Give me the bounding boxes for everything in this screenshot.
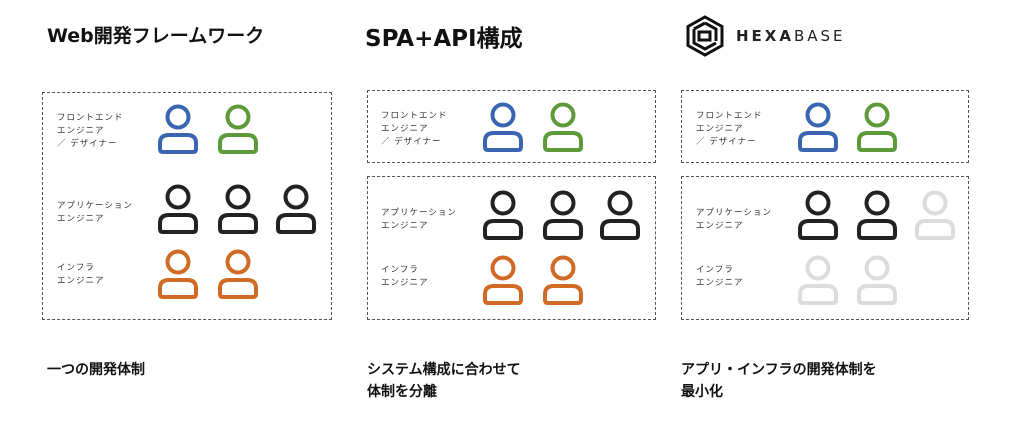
role-label: フロントエンドエンジニア ／ デザイナー <box>696 110 763 149</box>
role-label: アプリケーションエンジニア <box>381 207 457 233</box>
role-label-line: ／ デザイナー <box>696 137 757 147</box>
role-label-line: フロントエンド <box>57 113 124 123</box>
person-icon <box>913 189 957 241</box>
column-title-web-framework: Web開発フレームワーク <box>47 25 265 47</box>
caption-line: 一つの開発体制 <box>47 362 145 378</box>
person-icon <box>541 189 585 241</box>
role-label: アプリケーションエンジニア <box>696 207 772 233</box>
logo-text-light: BASE <box>793 27 846 45</box>
person-icon <box>541 101 585 153</box>
role-label-line: ／ デザイナー <box>57 139 118 149</box>
person-icon <box>541 254 585 306</box>
role-label-line: フロントエンド <box>381 111 448 121</box>
person-icon <box>481 254 525 306</box>
person-icon <box>855 254 899 306</box>
person-icon <box>796 254 840 306</box>
person-icon <box>855 101 899 153</box>
person-icon <box>796 101 840 153</box>
role-label-line: エンジニア <box>57 126 105 136</box>
role-label-line: エンジニア <box>381 124 429 134</box>
person-icon <box>481 101 525 153</box>
role-label: インフラエンジニア <box>696 264 744 290</box>
backend-team-box <box>681 176 969 320</box>
role-label-line: アプリケーション <box>696 208 772 218</box>
person-icon <box>274 183 318 235</box>
person-icon <box>796 189 840 241</box>
column-caption: 一つの開発体制 <box>47 359 145 381</box>
role-label-line: インフラ <box>57 263 95 273</box>
person-icon <box>156 183 200 235</box>
role-label-line: アプリケーション <box>57 201 133 211</box>
role-label-line: エンジニア <box>696 221 744 231</box>
column-caption: システム構成に合わせて体制を分離 <box>367 359 521 403</box>
caption-line: システム構成に合わせて <box>367 362 521 378</box>
role-label-line: エンジニア <box>696 124 744 134</box>
team-box <box>42 92 332 320</box>
role-label-line: エンジニア <box>57 276 105 286</box>
role-label: フロントエンドエンジニア ／ デザイナー <box>57 112 124 151</box>
logo-text-bold: HEXA <box>736 27 794 45</box>
role-label-line: インフラ <box>381 265 419 275</box>
role-label-line: アプリケーション <box>381 208 457 218</box>
role-label-line: フロントエンド <box>696 111 763 121</box>
caption-line: 体制を分離 <box>367 384 437 400</box>
column-title-spa-api: SPA+API構成 <box>365 26 523 52</box>
person-icon <box>855 189 899 241</box>
role-label-line: エンジニア <box>381 221 429 231</box>
role-label-line: エンジニア <box>696 278 744 288</box>
caption-line: 最小化 <box>681 384 723 400</box>
column-caption: アプリ・インフラの開発体制を最小化 <box>681 359 877 403</box>
person-icon <box>216 248 260 300</box>
role-label: インフラエンジニア <box>57 262 105 288</box>
role-label-line: ／ デザイナー <box>381 137 442 147</box>
role-label-line: エンジニア <box>381 278 429 288</box>
person-icon <box>598 189 642 241</box>
person-icon <box>156 248 200 300</box>
role-label-line: インフラ <box>696 265 734 275</box>
caption-line: アプリ・インフラの開発体制を <box>681 362 877 378</box>
person-icon <box>216 103 260 155</box>
role-label: アプリケーションエンジニア <box>57 200 133 226</box>
frontend-team-box <box>367 90 656 163</box>
role-label: インフラエンジニア <box>381 264 429 290</box>
role-label: フロントエンドエンジニア ／ デザイナー <box>381 110 448 149</box>
person-icon <box>156 103 200 155</box>
person-icon <box>481 189 525 241</box>
frontend-team-box <box>681 90 969 163</box>
role-label-line: エンジニア <box>57 214 105 224</box>
hexabase-logo-icon <box>686 15 724 57</box>
person-icon <box>216 183 260 235</box>
backend-team-box <box>367 176 656 320</box>
hexabase-logo: HEXABASE <box>684 15 846 57</box>
